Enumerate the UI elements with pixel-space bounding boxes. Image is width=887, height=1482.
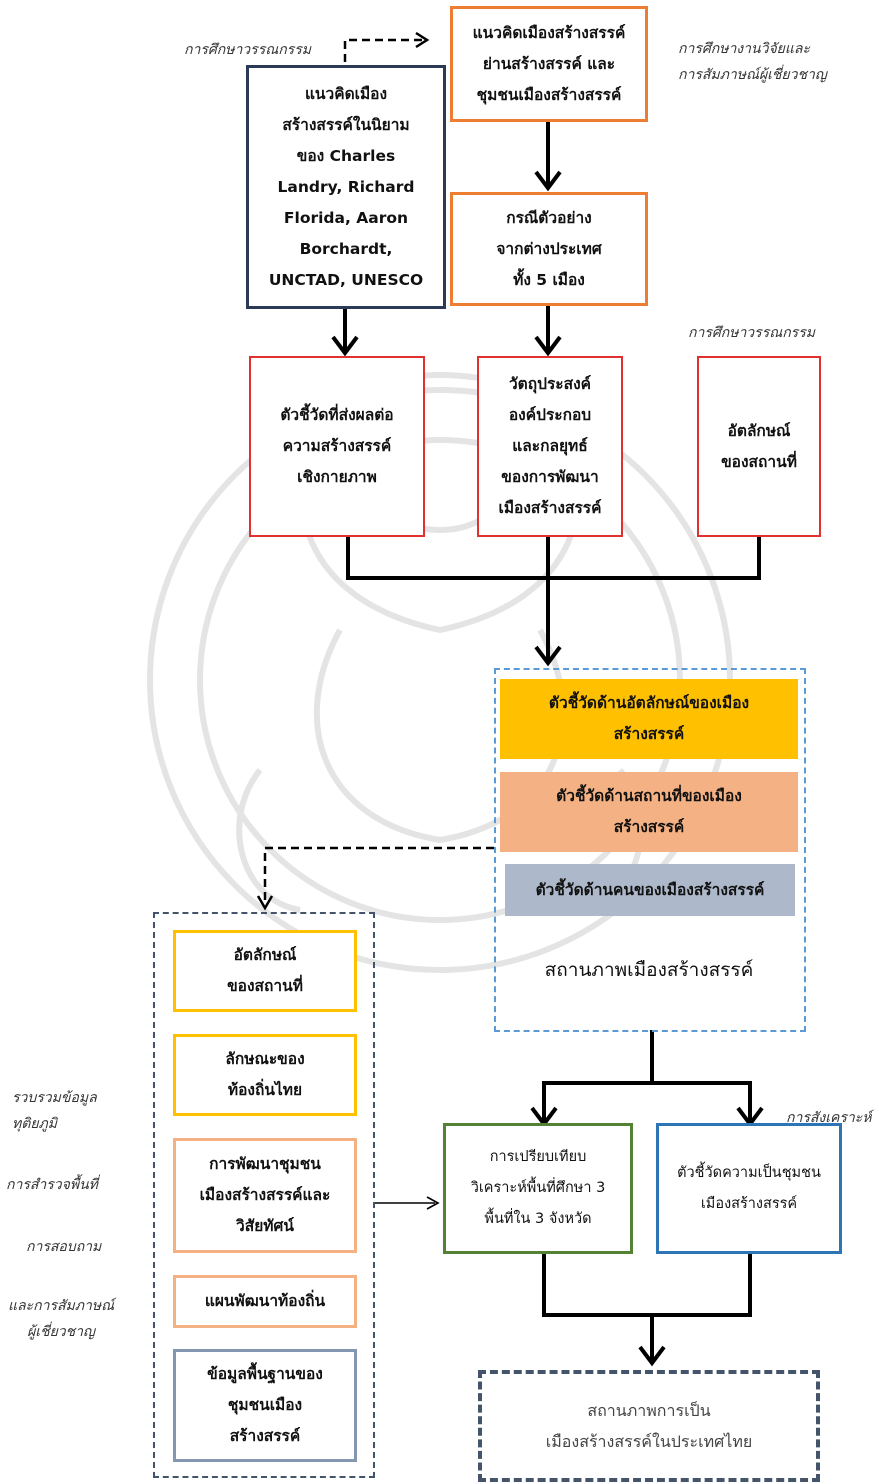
note-literature-top: การศึกษาวรรณกรรม (184, 42, 311, 58)
final-status-box: สถานภาพการเป็น เมืองสร้างสรรค์ในประเทศไท… (545, 1401, 753, 1451)
indicator-people-band: ตัวชี้วัดด้านคนของเมืองสร้างสรรค์ (505, 864, 795, 916)
note-research-interview: การศึกษางานวิจัยและ การสัมภาษณ์ผู้เชี่ยว… (678, 41, 827, 83)
note-synthesis: การสังเคราะห์ (786, 1110, 872, 1126)
status-region (494, 668, 806, 1032)
concept-definition-box: แนวคิดเมือง สร้างสรรค์ในนิยาม ของ Charle… (246, 65, 446, 309)
note-questionnaire: การสอบถาม (26, 1239, 102, 1255)
note-secondary-data: รวบรวมข้อมูล ทุติยภูมิ (12, 1090, 97, 1132)
indicator-identity-band: ตัวชี้วัดด้านอัตลักษณ์ของเมือง สร้างสรรค… (500, 679, 798, 759)
local-plan-box: แผนพัฒนาท้องถิ่น (173, 1275, 357, 1328)
objectives-box: วัตถุประสงค์ องค์ประกอบ และกลยุทธ์ ของกา… (477, 356, 623, 537)
case-studies-box: กรณีตัวอย่าง จากต่างประเทศ ทั้ง 5 เมือง (450, 192, 648, 306)
place-identity-top-box: อัตลักษณ์ ของสถานที่ (697, 356, 821, 537)
community-dev-box: การพัฒนาชุมชน เมืองสร้างสรรค์และ วิสัยทั… (173, 1138, 357, 1253)
concept-districts-box: แนวคิดเมืองสร้างสรรค์ ย่านสร้างสรรค์ และ… (450, 6, 648, 122)
note-field-survey: การสำรวจพื้นที่ (6, 1177, 98, 1193)
final-status-frame (478, 1370, 820, 1482)
comparison-box: การเปรียบเทียบ วิเคราะห์พื้นที่ศึกษา 3 พ… (443, 1123, 633, 1254)
local-data-region (153, 912, 375, 1478)
place-identity-left-box: อัตลักษณ์ ของสถานที่ (173, 930, 357, 1012)
status-label: สถานภาพเมืองสร้างสรรค์ (544, 958, 754, 981)
note-expert-interview: และการสัมภาษณ์ ผู้เชี่ยวชาญ (8, 1298, 115, 1340)
thai-local-box: ลักษณะของ ท้องถิ่นไทย (173, 1034, 357, 1116)
indicator-place-band: ตัวชี้วัดด้านสถานที่ของเมือง สร้างสรรค์ (500, 772, 798, 852)
basic-data-box: ข้อมูลพื้นฐานของ ชุมชนเมือง สร้างสรรค์ (173, 1349, 357, 1462)
note-literature-right: การศึกษาวรรณกรรม (688, 325, 815, 341)
physical-indicators-box: ตัวชี้วัดที่ส่งผลต่อ ความสร้างสรรค์ เชิง… (249, 356, 425, 537)
community-indicators-box: ตัวชี้วัดความเป็นชุมชน เมืองสร้างสรรค์ (656, 1123, 842, 1254)
